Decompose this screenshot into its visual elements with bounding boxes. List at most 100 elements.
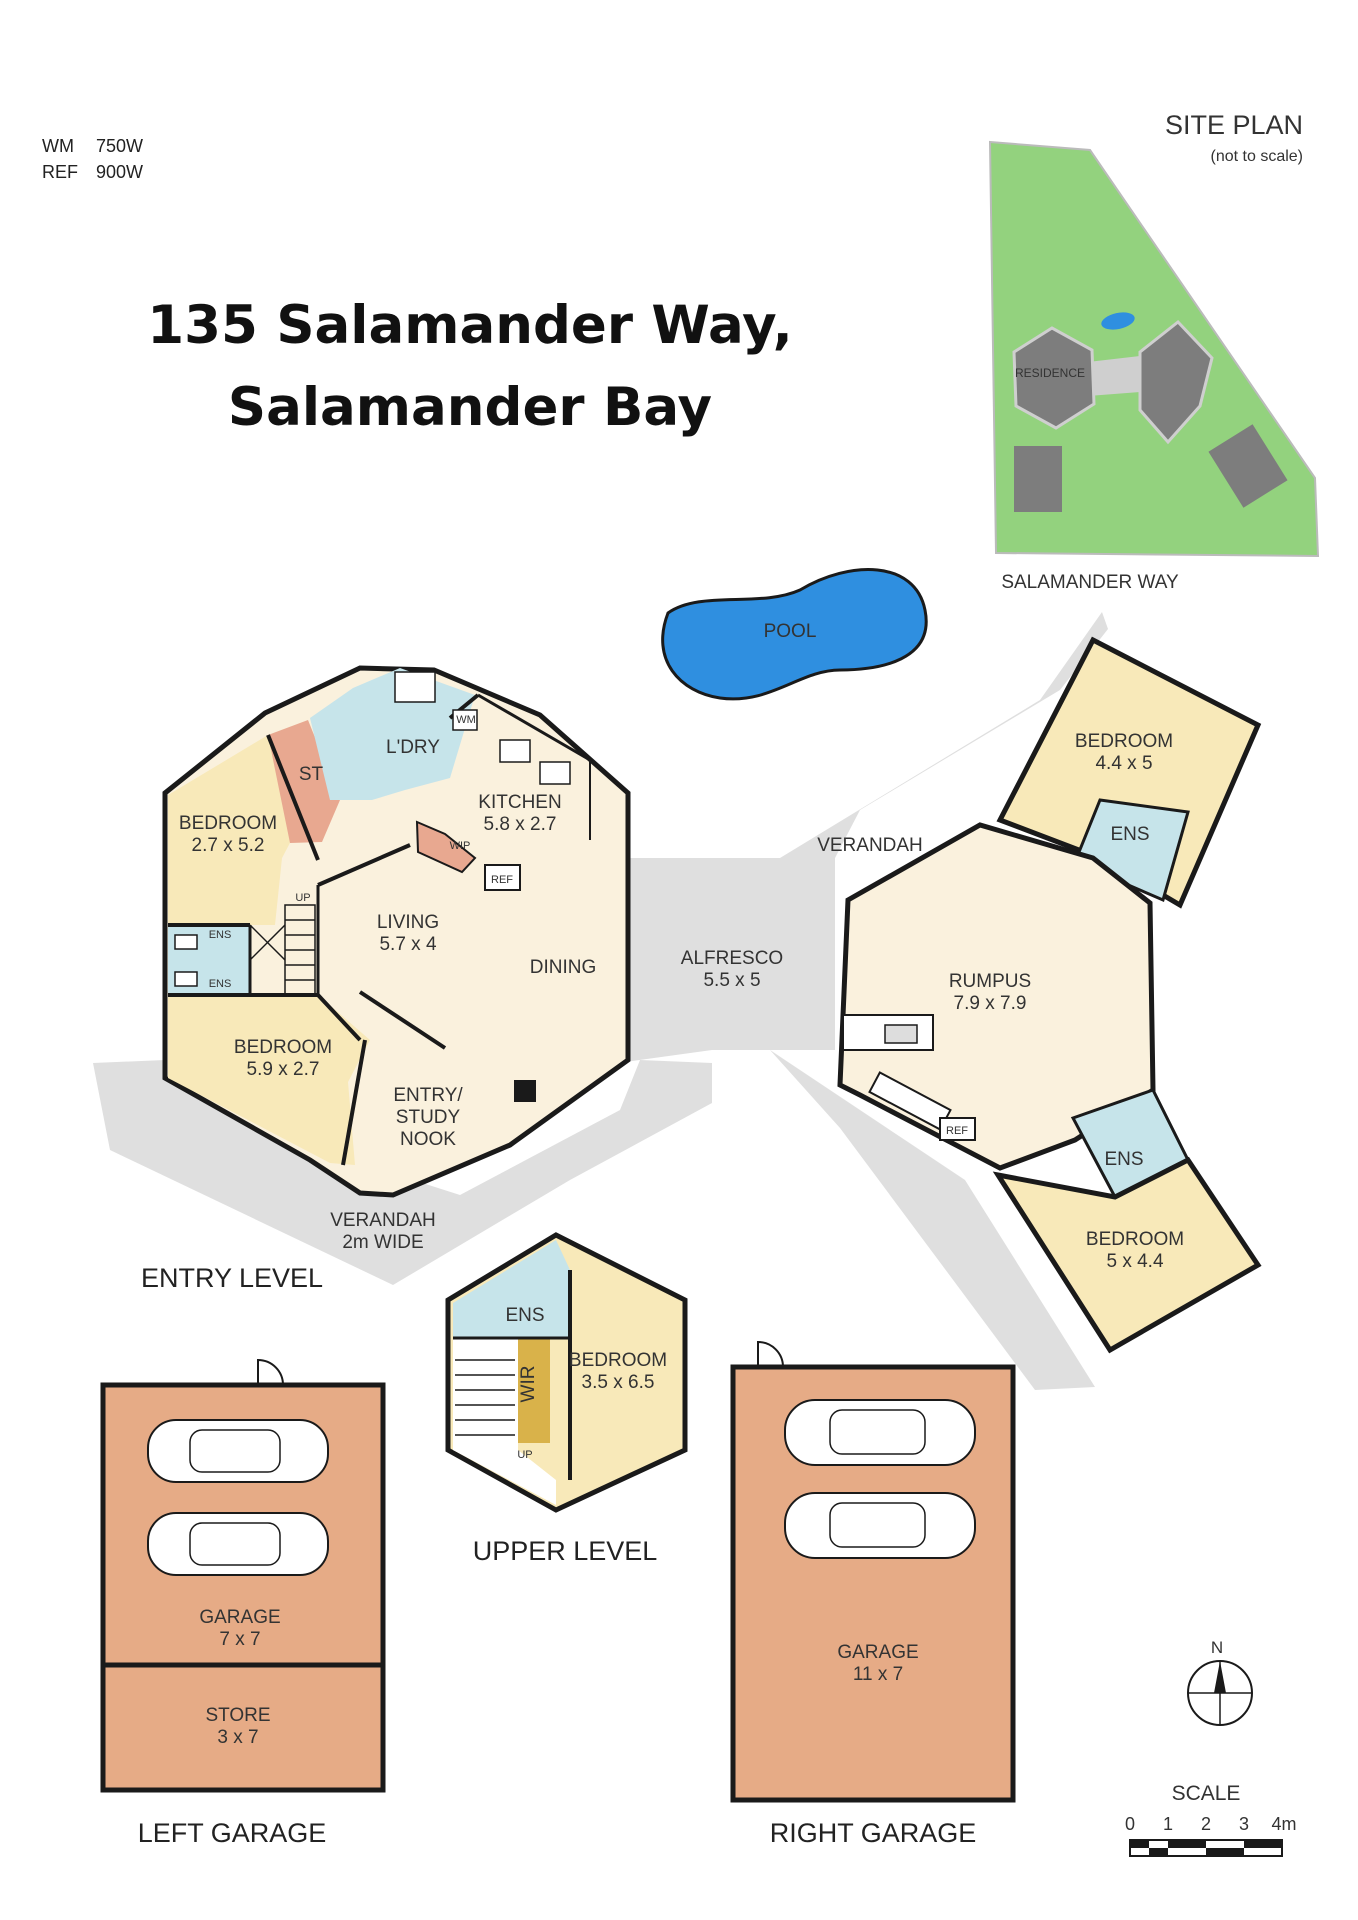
ensuite-a-label: ENS bbox=[209, 929, 232, 941]
ensuite-c-floor bbox=[1073, 798, 1190, 903]
ensuite-b-label: ENS bbox=[209, 978, 232, 990]
entry-label-1: ENTRY/ bbox=[393, 1085, 463, 1106]
fireplace bbox=[514, 1080, 536, 1102]
dining-label: DINING bbox=[530, 957, 597, 978]
legend-key: REF bbox=[42, 162, 78, 182]
car-icon bbox=[147, 1512, 329, 1576]
scale-segment bbox=[1244, 1840, 1282, 1848]
upper-level: ENS WIR BEDROOM 3.5 x 6.5 UP UPPER LEVEL bbox=[445, 1232, 688, 1566]
ensuite-fixtures bbox=[174, 924, 286, 987]
pool-label: POOL bbox=[764, 621, 817, 642]
legend-key: WM bbox=[42, 136, 74, 156]
bedroom-3-name: BEDROOM bbox=[1075, 731, 1173, 752]
site-wing bbox=[1138, 319, 1214, 445]
left-garage: GARAGE 7 x 7 STORE 3 x 7 LEFT GARAGE bbox=[100, 1358, 386, 1848]
title-line-2: Salamander Bay bbox=[227, 377, 713, 438]
bedroom-4-name: BEDROOM bbox=[1086, 1229, 1184, 1250]
entry-label-3: NOOK bbox=[400, 1129, 456, 1150]
entry-level-main: L'DRY WM ST KITCHEN 5.8 x 2.7 WIP REF BE… bbox=[93, 612, 1108, 1390]
rumpus-sink bbox=[884, 1024, 918, 1044]
bedroom-3-size: 4.4 x 5 bbox=[1095, 753, 1152, 774]
left-store-name: STORE bbox=[205, 1705, 270, 1726]
rumpus-ref-box bbox=[939, 1117, 976, 1141]
scale-bar: SCALE 0 1 2 3 4m bbox=[1125, 1782, 1297, 1857]
upper-stair-floor bbox=[453, 1338, 556, 1505]
verandah-front-label-1: VERANDAH bbox=[330, 1210, 436, 1231]
wall bbox=[341, 1039, 367, 1166]
kitchen-size: 5.8 x 2.7 bbox=[484, 814, 557, 835]
site-pool bbox=[1101, 312, 1135, 330]
scale-tick-1: 1 bbox=[1163, 1814, 1173, 1834]
verandah-front-label-2: 2m WIDE bbox=[342, 1232, 423, 1253]
upper-bedroom-size: 3.5 x 6.5 bbox=[582, 1372, 655, 1393]
upper-bedroom-name: BEDROOM bbox=[569, 1350, 667, 1371]
right-garage-size: 11 x 7 bbox=[853, 1664, 903, 1685]
site-plan-heading: SITE PLAN bbox=[1165, 110, 1303, 140]
left-store-size: 3 x 7 bbox=[217, 1727, 258, 1748]
scale-tick-3: 3 bbox=[1239, 1814, 1249, 1834]
living-name: LIVING bbox=[377, 912, 439, 933]
upper-wir-floor bbox=[518, 1338, 550, 1443]
rumpus-size: 7.9 x 7.9 bbox=[954, 993, 1027, 1014]
rumpus-wing: BEDROOM 4.4 x 5 ENS RUMPUS 7.9 x 7.9 REF… bbox=[837, 636, 1262, 1354]
north-compass: N bbox=[1187, 1638, 1253, 1726]
left-garage-label: LEFT GARAGE bbox=[138, 1818, 327, 1848]
entry-level-label: ENTRY LEVEL bbox=[141, 1263, 323, 1293]
ref-box bbox=[484, 864, 521, 891]
scale-segment bbox=[1206, 1848, 1244, 1856]
laundry-label: L'DRY bbox=[386, 737, 440, 758]
wall bbox=[317, 843, 411, 887]
left-garage-size: 7 x 7 bbox=[219, 1629, 260, 1650]
stairs-entry bbox=[284, 904, 316, 996]
site-plan-note: (not to scale) bbox=[1211, 148, 1303, 165]
bedroom-2-name: BEDROOM bbox=[234, 1037, 332, 1058]
scale-heading: SCALE bbox=[1172, 1782, 1241, 1805]
store-label: ST bbox=[299, 764, 324, 785]
left-store-floor bbox=[100, 1662, 386, 1793]
wall bbox=[477, 693, 591, 762]
verandah-front bbox=[93, 1060, 712, 1285]
right-garage: GARAGE 11 x 7 RIGHT GARAGE bbox=[730, 1340, 1016, 1848]
pool-shape bbox=[661, 568, 928, 701]
bedroom-4-floor bbox=[992, 1156, 1262, 1354]
site-residence bbox=[1012, 326, 1096, 430]
car-icon bbox=[784, 1492, 976, 1559]
right-garage-name: GARAGE bbox=[837, 1642, 918, 1663]
site-residence-label: RESIDENCE bbox=[1015, 366, 1085, 380]
rumpus-name: RUMPUS bbox=[949, 971, 1031, 992]
bedroom-1-name: BEDROOM bbox=[179, 813, 277, 834]
verandah-top-label: VERANDAH bbox=[817, 835, 923, 856]
ensuite-d-label: ENS bbox=[1104, 1149, 1143, 1170]
stairs-up-label: UP bbox=[295, 892, 310, 904]
rumpus-ref-label: REF bbox=[946, 1125, 968, 1137]
ensuite-c-label: ENS bbox=[1110, 824, 1149, 845]
pool: POOL bbox=[661, 568, 928, 701]
property-title: 135 Salamander Way, Salamander Bay bbox=[0, 285, 940, 449]
scale-segment bbox=[1168, 1840, 1206, 1848]
living-size: 5.7 x 4 bbox=[379, 934, 436, 955]
scale-tick-2: 2 bbox=[1201, 1814, 1211, 1834]
wip-floor bbox=[415, 820, 477, 874]
alfresco-floor bbox=[625, 612, 1108, 1390]
wm-label: WM bbox=[456, 714, 476, 726]
kitchen-name: KITCHEN bbox=[478, 792, 561, 813]
upper-ens-floor bbox=[453, 1240, 570, 1338]
title-line-1: 135 Salamander Way, bbox=[147, 295, 793, 356]
site-street-label: SALAMANDER WAY bbox=[1001, 572, 1179, 593]
laundry-fixtures bbox=[394, 671, 571, 785]
upper-stairs bbox=[455, 1359, 515, 1436]
scale-tick-4: 4m bbox=[1271, 1814, 1296, 1834]
wall bbox=[266, 734, 320, 861]
site-left-garage bbox=[1014, 446, 1062, 512]
bedroom-2-floor bbox=[168, 995, 370, 1165]
site-right-garage bbox=[1208, 424, 1288, 508]
upper-level-label: UPPER LEVEL bbox=[473, 1536, 658, 1566]
left-garage-door bbox=[257, 1358, 284, 1386]
north-arrow-icon bbox=[1214, 1661, 1226, 1693]
car-icon bbox=[147, 1419, 329, 1483]
site-plan: SITE PLAN (not to scale) RESIDENCE SALAM… bbox=[988, 110, 1320, 593]
store-floor bbox=[268, 720, 340, 843]
